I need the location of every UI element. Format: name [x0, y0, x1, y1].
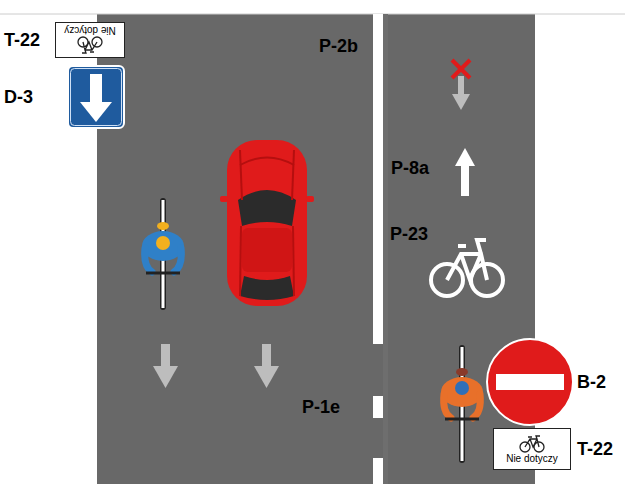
sign-code: B-2: [577, 373, 606, 391]
sign-code: T-22: [577, 440, 613, 458]
plate-text: Nie dotyczy: [506, 453, 558, 464]
marking-code: P-23: [390, 225, 428, 243]
cyclist-orange: [441, 345, 483, 463]
sign-code: D-3: [4, 88, 33, 106]
exception-plate: Nie dotyczy: [493, 428, 571, 470]
lane-edge: [383, 14, 388, 484]
d3-sign: [68, 66, 124, 128]
sign-code: T-22: [4, 31, 40, 49]
red-car: [220, 140, 314, 306]
lane-arrows: [153, 344, 279, 388]
solid-line: [373, 14, 383, 344]
b2-sign: [487, 339, 573, 425]
p8a-arrow: [455, 148, 475, 196]
cyclist-blue: [142, 198, 184, 310]
bicycle-icon: [517, 435, 547, 453]
bicycle-icon: [75, 37, 105, 55]
exception-plate: Nie dotyczy: [55, 22, 125, 58]
crossed-arrow: [452, 60, 470, 110]
dashed-line: [373, 396, 383, 418]
marking-code: P-1e: [302, 398, 340, 416]
plate-text: Nie dotyczy: [64, 26, 116, 37]
dashed-line: [373, 458, 383, 484]
p23-bicycle: [431, 240, 503, 296]
road-surface: [97, 14, 535, 484]
marking-code: P-8a: [391, 159, 429, 177]
frame-line: [0, 14, 625, 15]
marking-code: P-2b: [319, 37, 358, 55]
